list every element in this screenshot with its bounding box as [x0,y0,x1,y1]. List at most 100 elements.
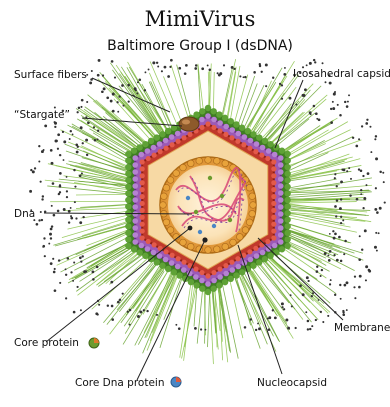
bead [158,149,163,154]
bead [284,151,290,157]
surface-fiber [50,201,126,202]
bead [278,232,284,238]
fiber-tip-dot [244,326,247,329]
stargate-vertex [179,117,199,131]
fiber-tip-dot [111,305,114,308]
bead [199,286,205,292]
bead [151,145,157,151]
fiber-tip-dot [342,310,344,312]
bead [169,253,174,258]
fiber-tip-dot [295,103,297,105]
bead [217,120,223,126]
fiber-tip-dot [344,240,347,243]
fiber-tip-dot [42,195,44,197]
fiber-tip-dot [79,256,82,259]
bead [125,223,131,229]
fiber-tip-dot [156,62,158,64]
fiber-tip-dot [195,64,197,66]
bead [140,208,145,213]
fiber-tip-dot [87,121,90,124]
bead [125,197,131,203]
fiber-tip-dot [66,196,68,198]
bead [125,230,131,236]
bead [271,180,276,185]
fiber-tip-dot [66,190,68,192]
nucleocapsid-bead [222,160,229,167]
fiber-tip-dot [329,233,331,235]
bead [239,269,245,275]
fiber-tip-dot [156,314,158,316]
fiber-tip-dot [334,173,336,175]
fiber-tip-dot [329,283,331,285]
bead [278,176,284,182]
fiber-tip-dot [122,293,124,295]
bead [236,131,242,137]
fiber-tip-dot [53,271,56,274]
fiber-tip-dot [379,171,381,173]
bead [125,217,131,223]
fiber-tip-dot [354,276,356,278]
fiber-tip-dot [299,284,302,287]
fiber-tip-dot [81,99,84,102]
bead [267,253,273,259]
bead [278,190,284,196]
bead [271,187,276,192]
fiber-tip-dot [375,157,378,160]
fiber-tip-dot [69,138,71,140]
fiber-tip-dot [146,310,148,312]
fiber-tip-dot [327,254,329,256]
bead [235,256,240,261]
bead [193,274,199,280]
nucleocapsid-bead [161,193,168,200]
fiber-tip-dot [244,76,246,78]
fiber-tip-dot [361,125,363,127]
bead [284,230,290,236]
bead [154,134,160,140]
fiber-tip-dot [97,138,99,140]
fiber-tip-dot [137,315,140,318]
bead [278,155,284,161]
bead [140,173,145,178]
bead [217,128,222,133]
bead [273,249,279,255]
fiber-tip-dot [379,207,382,210]
bead [148,138,154,144]
bead [228,276,234,282]
bead [253,246,258,251]
bead [164,146,169,151]
bead [245,128,251,134]
fiber-tip-dot [346,170,348,172]
fiber-tip-dot [50,262,53,265]
fiber-tip-dot [231,66,234,69]
fiber-tip-dot [70,215,72,217]
bead [228,118,234,124]
bead [233,121,239,127]
fiber-tip-dot [38,145,40,147]
bead [132,176,138,182]
surface-fiber [171,65,189,122]
fiber-tip-dot [336,199,339,202]
fiber-tip-dot [75,217,77,219]
fiber-tip-dot [68,210,71,213]
fiber-tip-dot [86,154,88,156]
fiber-tip-dot [43,237,45,239]
bead [132,232,138,238]
fiber-tip-dot [49,233,52,236]
core-protein-particle [212,224,216,228]
fiber-tip-dot [34,167,36,169]
fiber-tip-dot [366,184,368,186]
fiber-tip-dot [243,76,245,78]
surface-fiber [289,202,357,203]
fiber-tip-dot [52,182,55,185]
fiber-tip-dot [161,70,163,72]
fiber-tip-dot [233,68,235,70]
bead [187,132,192,137]
surface-fiber [285,140,361,167]
fiber-tip-dot [41,219,43,221]
fiber-tip-dot [315,112,318,115]
bead [137,144,143,150]
fiber-tip-dot [82,142,84,144]
nucleocapsid-bead [242,227,249,234]
bead [132,190,138,196]
fiber-tip-dot [349,194,351,196]
